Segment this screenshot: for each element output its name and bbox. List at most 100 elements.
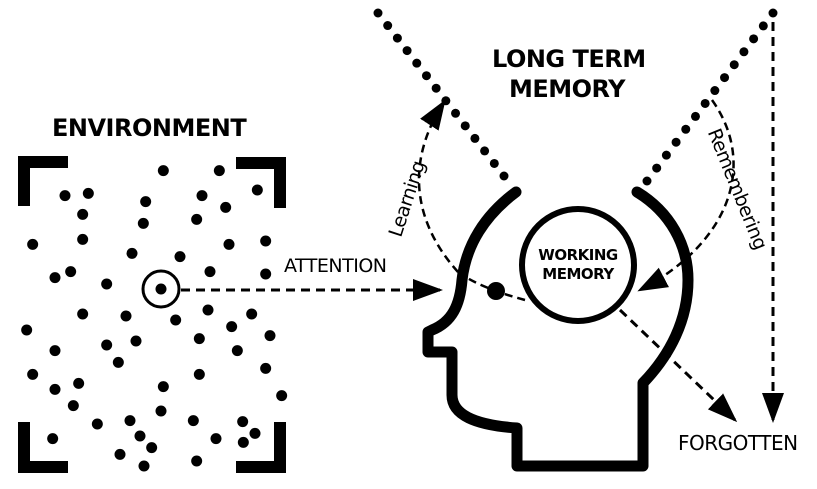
environment-dot — [204, 266, 216, 278]
environment-dot — [138, 460, 150, 472]
environment-dot — [134, 430, 146, 442]
environment-dot — [213, 165, 225, 177]
environment-dot — [146, 442, 158, 454]
funnel-dot — [768, 8, 778, 18]
funnel-dot — [642, 176, 652, 186]
working-memory-line1: WORKING — [538, 246, 618, 264]
funnel-dot — [480, 146, 490, 156]
environment-dot — [237, 416, 249, 428]
long-term-memory-line2: MEMORY — [508, 75, 626, 103]
remembering-arrow — [637, 99, 735, 292]
environment-dot — [202, 304, 214, 316]
environment-dot — [77, 308, 89, 320]
environment-dot — [220, 201, 232, 213]
environment-dot — [231, 345, 243, 357]
environment-dot — [47, 433, 59, 445]
environment-dot — [246, 308, 258, 320]
environment-dot — [193, 333, 205, 345]
funnel-dot — [383, 21, 393, 31]
funnel-dot — [470, 133, 480, 143]
funnel-dot — [720, 73, 730, 83]
environment-dot — [157, 165, 169, 177]
environment-dot — [114, 448, 126, 460]
funnel-dot — [661, 150, 671, 160]
environment-dot — [91, 418, 103, 430]
long-term-memory-label: LONG TERM MEMORY — [492, 44, 646, 104]
funnel-dot — [729, 60, 739, 70]
environment-dot — [174, 251, 186, 263]
funnel-dot — [489, 158, 499, 168]
environment-dot — [101, 278, 113, 290]
environment-dot — [191, 455, 203, 467]
head-outline — [422, 186, 694, 472]
attention-focus-dot — [155, 283, 167, 295]
environment-dot — [49, 383, 61, 395]
environment-dot — [155, 405, 167, 417]
environment-dot — [130, 335, 142, 347]
environment-dot — [191, 213, 203, 225]
environment-dot — [27, 368, 39, 380]
environment-dot — [112, 356, 124, 368]
funnel-dot — [421, 71, 431, 81]
environment-dot — [187, 415, 199, 427]
bracket-top-right — [236, 157, 286, 208]
environment-dot — [77, 233, 89, 245]
funnel-dot — [710, 86, 720, 96]
environment-dot — [49, 272, 61, 284]
funnel-dot — [652, 163, 662, 173]
bracket-bottom-left — [18, 422, 68, 473]
attention-label: ATTENTION — [284, 255, 387, 277]
long-term-memory-funnel — [373, 8, 778, 186]
environment-dot — [210, 433, 222, 445]
environment-dot — [73, 377, 85, 389]
funnel-dot — [431, 83, 441, 93]
funnel-dot — [700, 98, 710, 108]
funnel-dot — [749, 34, 759, 44]
environment-frame — [18, 156, 286, 473]
environment-dot — [251, 184, 263, 196]
environment-dot — [67, 400, 79, 412]
environment-dot — [140, 196, 152, 208]
environment-dot — [21, 324, 33, 336]
environment-dot — [226, 321, 238, 333]
learning-arrow — [417, 99, 459, 273]
environment-dot — [249, 427, 261, 439]
forgotten-label: FORGOTTEN — [678, 431, 798, 455]
funnel-dot — [451, 108, 461, 118]
working-memory-line2: MEMORY — [542, 265, 614, 283]
bracket-bottom-right — [236, 422, 286, 473]
sensory-memory-dot — [487, 282, 505, 300]
environment-dot — [137, 217, 149, 229]
environment-dot — [264, 330, 276, 342]
environment-dots — [21, 165, 288, 472]
funnel-dot — [392, 33, 402, 43]
bracket-top-left — [18, 156, 68, 206]
environment-dot — [126, 247, 138, 259]
environment-dot — [77, 208, 89, 220]
environment-dot — [65, 266, 77, 278]
attention-focus-ring — [141, 269, 181, 309]
working-memory-label: WORKING MEMORY — [523, 246, 633, 284]
environment-dot — [49, 345, 61, 357]
environment-label: ENVIRONMENT — [52, 114, 247, 142]
environment-dot — [59, 190, 71, 202]
forgotten-arrow — [618, 308, 738, 423]
funnel-dot — [690, 111, 700, 121]
funnel-dot — [412, 58, 422, 68]
environment-dot — [170, 314, 182, 326]
funnel-dot — [499, 171, 509, 181]
environment-dot — [157, 381, 169, 393]
environment-dot — [27, 238, 39, 250]
environment-dot — [276, 390, 288, 402]
environment-dot — [82, 187, 94, 199]
environment-dot — [223, 238, 235, 250]
environment-dot — [260, 362, 272, 374]
funnel-dot — [671, 137, 681, 147]
long-term-memory-line1: LONG TERM — [492, 45, 646, 73]
environment-dot — [101, 339, 113, 351]
funnel-dot — [758, 21, 768, 31]
funnel-dot — [402, 46, 412, 56]
environment-dot — [260, 268, 272, 280]
environment-dot — [193, 368, 205, 380]
